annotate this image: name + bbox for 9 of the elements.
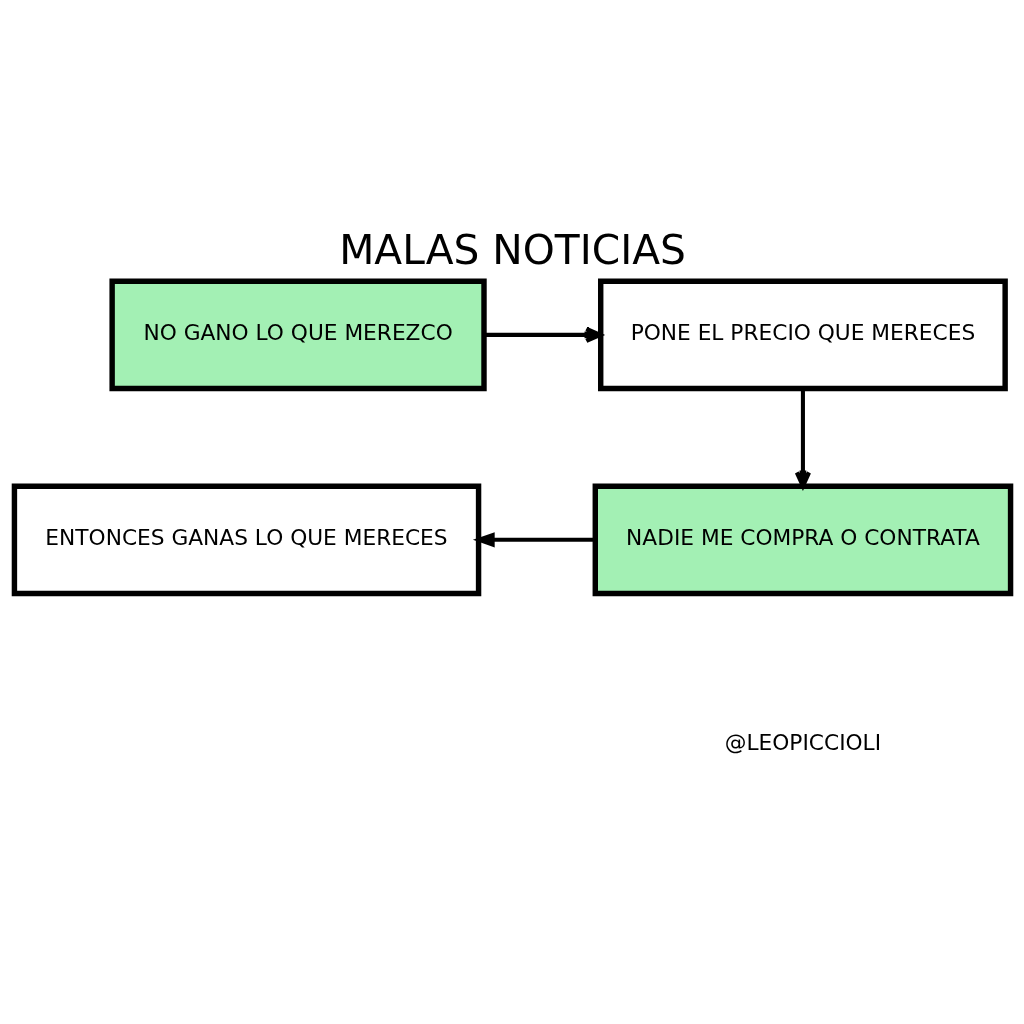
node-box: ENTONCES GANAS LO QUE MERECES — [11, 483, 481, 597]
arrow — [472, 532, 595, 548]
node-box: NADIE ME COMPRA O CONTRATA — [592, 483, 1013, 597]
diagram-title: MALAS NOTICIAS — [338, 225, 686, 274]
node-box: PONE EL PRECIO QUE MERECES — [597, 278, 1008, 392]
label: @LEOPICCIOLI — [724, 729, 881, 755]
arrow — [794, 388, 811, 489]
node-box: NO GANO LO QUE MEREZCO — [108, 278, 487, 392]
arrow — [483, 326, 602, 344]
